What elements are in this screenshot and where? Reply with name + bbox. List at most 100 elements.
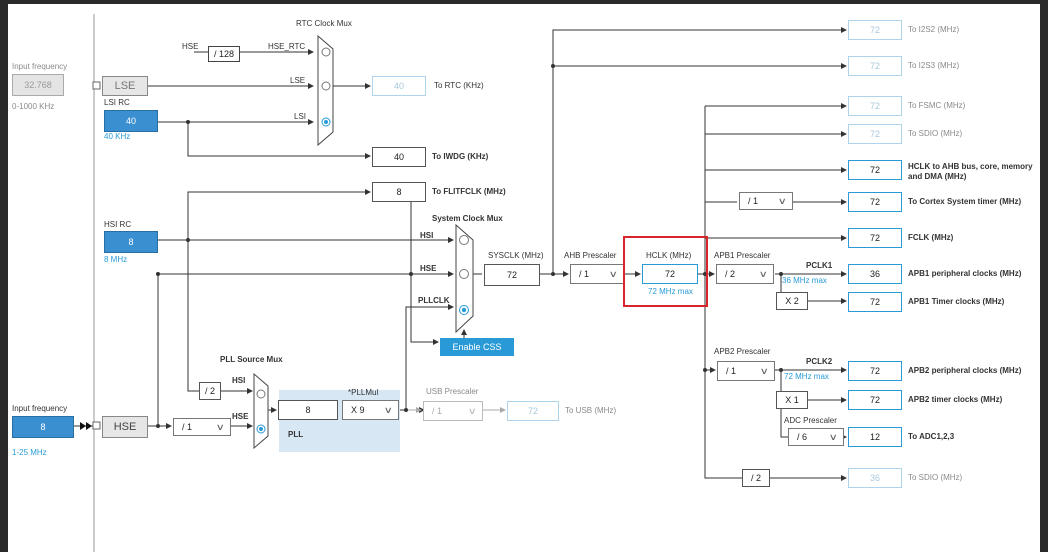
usb-output-value[interactable]: 72 (507, 401, 559, 421)
rtc-lse-label: LSE (290, 76, 306, 85)
fclk-output-value[interactable]: 72 (848, 228, 902, 248)
cortex-timer-output-dest: To Cortex System timer (MHz) (908, 197, 1022, 206)
chevron-down-icon: ∨ (384, 404, 394, 415)
hsi-frequency: 8 MHz (104, 255, 128, 264)
apb1-prescaler-selected: / 2 (725, 269, 736, 279)
apb2-prescaler-select[interactable]: / 1 ∨ (717, 361, 775, 381)
rtc-lsi-label: LSI (294, 112, 307, 121)
hse-oscillator[interactable]: HSE (102, 416, 148, 438)
apb2-periph-output-value[interactable]: 72 (848, 361, 902, 381)
hclk-max: 72 MHz max (648, 287, 693, 296)
pll-mul-select[interactable]: X 9 ∨ (342, 400, 399, 420)
pll-mux-hsi-label: HSI (232, 376, 246, 385)
ahb-prescaler-label: AHB Prescaler (564, 251, 617, 260)
sysclk-label: SYSCLK (MHz) (488, 251, 544, 260)
rtc-hse-rtc-label: HSE_RTC (268, 42, 306, 51)
apb1-periph-output-dest: APB1 peripheral clocks (MHz) (908, 269, 1022, 278)
chevron-down-icon: ∨ (468, 405, 478, 416)
adc-prescaler-select[interactable]: / 6 ∨ (788, 428, 844, 446)
apb2-timer-output-value[interactable]: 72 (848, 390, 902, 410)
fsmc-output-value[interactable]: 72 (848, 96, 902, 116)
cortex-timer-output-value[interactable]: 72 (848, 192, 902, 212)
usb-prescaler-label: USB Prescaler (426, 387, 479, 396)
cortex-timer-divider-select[interactable]: / 1 ∨ (739, 192, 793, 210)
usb-prescaler-select[interactable]: / 1 ∨ (423, 401, 483, 421)
hse-input-range: 1-25 MHz (12, 448, 47, 457)
sdio2-output-value[interactable]: 36 (848, 468, 902, 488)
hse-prediv-selected: / 1 (182, 422, 193, 432)
chevron-down-icon: ∨ (609, 268, 619, 279)
iwdg-output-value[interactable]: 40 (372, 147, 426, 167)
pll-input-value[interactable]: 8 (278, 400, 338, 420)
hclk-label: HCLK (MHz) (646, 251, 692, 260)
ahb-bus-output-value[interactable]: 72 (848, 160, 902, 180)
ahb-bus-output-dest: HCLK to AHB bus, core, memory and DMA (M… (908, 162, 1033, 181)
pclk2-label: PCLK2 (806, 357, 833, 366)
rtc-output-dest: To RTC (KHz) (434, 81, 484, 90)
sysmux-hsi-label: HSI (420, 231, 434, 240)
apb2-timer-multiplier: X 1 (776, 391, 808, 409)
i2s2-output-value[interactable]: 72 (848, 20, 902, 40)
rtc-hse-divider: / 128 (208, 46, 240, 62)
sdio-divider: / 2 (742, 469, 770, 487)
adc-output-value[interactable]: 12 (848, 427, 902, 447)
clock-configuration-canvas: Input frequency 32.768 0-1000 KHz LSE LS… (8, 4, 1040, 552)
pll-label: PLL (288, 430, 304, 439)
flitfclk-output-value[interactable]: 8 (372, 182, 426, 202)
i2s3-output-value[interactable]: 72 (848, 56, 902, 76)
usb-prescaler-selected: / 1 (432, 406, 443, 416)
adc-prescaler-selected: / 6 (797, 432, 808, 442)
pll-hsi-div2: / 2 (199, 382, 221, 400)
apb2-periph-output-dest: APB2 peripheral clocks (MHz) (908, 366, 1022, 375)
chevron-down-icon: ∨ (829, 431, 839, 442)
cortex-timer-divider-selected: / 1 (748, 196, 759, 206)
pll-mul-selected: X 9 (351, 405, 365, 415)
lsi-frequency: 40 KHz (104, 132, 131, 141)
pll-mul-label: *PLLMul (348, 388, 379, 397)
lse-oscillator[interactable]: LSE (102, 76, 148, 96)
rtc-output-value[interactable]: 40 (372, 76, 426, 96)
hclk-value[interactable]: 72 (642, 264, 698, 284)
hse-prediv-select[interactable]: / 1∨ (173, 418, 231, 436)
clock-tree-wires (74, 14, 847, 552)
hse-input-frequency-label: Input frequency (12, 404, 68, 413)
lse-input-frequency-field[interactable]: 32.768 (12, 74, 64, 96)
apb2-max: 72 MHz max (784, 372, 829, 381)
chevron-down-icon: ∨ (759, 268, 769, 279)
apb1-periph-output-value[interactable]: 36 (848, 264, 902, 284)
apb1-prescaler-label: APB1 Prescaler (714, 251, 771, 260)
lse-input-frequency-label: Input frequency (12, 62, 68, 71)
adc-output-dest: To ADC1,2,3 (908, 432, 955, 441)
i2s3-output-dest: To I2S3 (MHz) (908, 61, 960, 70)
apb2-prescaler-selected: / 1 (726, 366, 737, 376)
sysmux-pllclk-label: PLLCLK (418, 296, 450, 305)
fsmc-output-dest: To FSMC (MHz) (908, 101, 966, 110)
sdio-output-value[interactable]: 72 (848, 124, 902, 144)
hsi-rc-value[interactable]: 8 (104, 231, 158, 253)
enable-css-button[interactable]: Enable CSS (440, 338, 514, 356)
apb1-timer-output-value[interactable]: 72 (848, 292, 902, 312)
hse-input-frequency-field[interactable]: 8 (12, 416, 74, 438)
lsi-rc-value[interactable]: 40 (104, 110, 158, 132)
apb1-timer-output-dest: APB1 Timer clocks (MHz) (908, 297, 1005, 306)
i2s2-output-dest: To I2S2 (MHz) (908, 25, 960, 34)
chevron-down-icon: ∨ (778, 195, 788, 206)
ahb-prescaler-select[interactable]: / 1 ∨ (570, 264, 624, 284)
sdio-output-dest: To SDIO (MHz) (908, 129, 963, 138)
lse-input-range: 0-1000 KHz (12, 102, 55, 111)
pll-mux-hse-label: HSE (232, 412, 249, 421)
iwdg-output-dest: To IWDG (KHz) (432, 152, 489, 161)
hsi-rc-label: HSI RC (104, 220, 132, 229)
rtc-clock-mux-title: RTC Clock Mux (296, 19, 352, 28)
apb1-prescaler-select[interactable]: / 2 ∨ (716, 264, 774, 284)
chevron-down-icon: ∨ (760, 365, 770, 376)
fclk-output-dest: FCLK (MHz) (908, 233, 954, 242)
pll-source-mux-title: PLL Source Mux (220, 355, 283, 364)
rtc-clock-mux (317, 34, 334, 147)
usb-output-dest: To USB (MHz) (565, 406, 617, 415)
rtc-hse-label: HSE (182, 42, 199, 51)
sysclk-value[interactable]: 72 (484, 264, 540, 286)
apb1-max: 36 MHz max (782, 276, 827, 285)
adc-prescaler-label: ADC Prescaler (784, 416, 837, 425)
ahb-prescaler-selected: / 1 (579, 269, 590, 279)
